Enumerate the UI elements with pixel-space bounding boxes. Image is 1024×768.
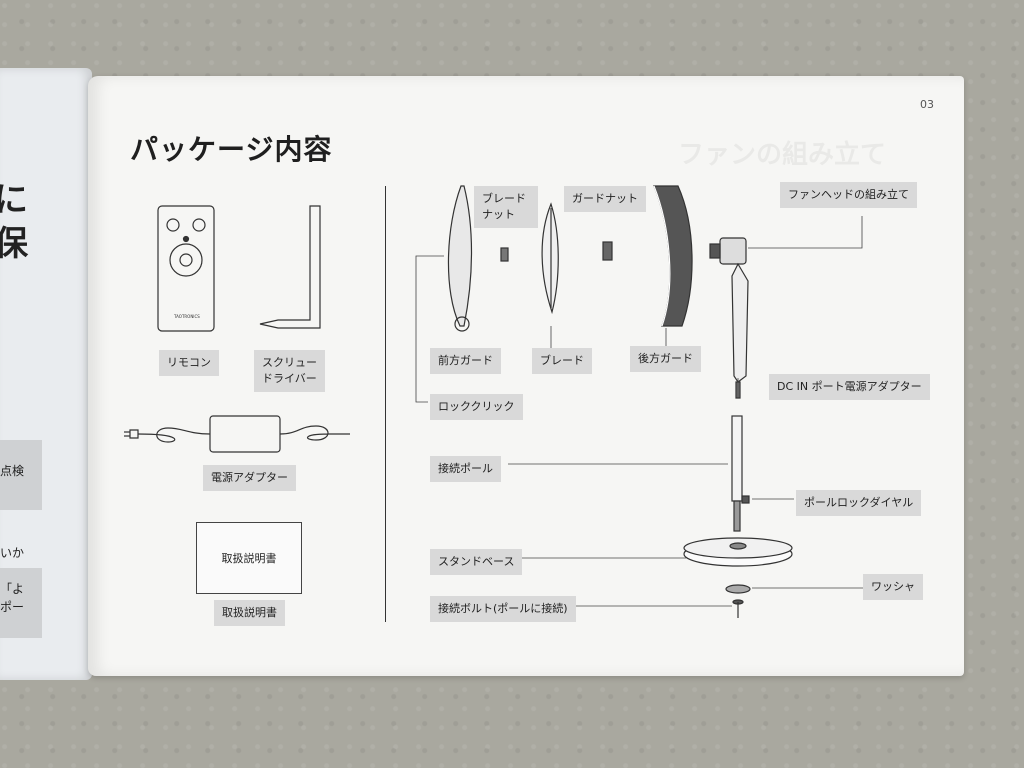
ghost-title: ファンの組み立て xyxy=(678,140,887,170)
blade-icon xyxy=(541,202,559,315)
left-page-fragment-2: いか xyxy=(0,546,25,560)
label-blade-nut: ブレード ナット xyxy=(474,186,538,228)
manual-box: 取扱説明書 xyxy=(196,522,302,594)
page-divider xyxy=(385,186,386,622)
left-page-fragment-4: ポー xyxy=(0,600,25,614)
left-page-fragment-3: 「よ xyxy=(0,582,25,596)
manual-page: 03 ファンの組み立て パッケージ内容 xyxy=(88,76,964,676)
stand-base-icon xyxy=(683,537,793,567)
label-guard-nut: ガードナット xyxy=(564,186,646,212)
blade-nut-icon xyxy=(500,247,509,262)
label-remote: リモコン xyxy=(159,350,219,376)
page-number: 03 xyxy=(920,98,934,111)
label-pole-lock-dial: ポールロックダイヤル xyxy=(796,490,922,516)
left-page-char-1: に xyxy=(0,180,28,220)
left-page-fragment-1: 点検 xyxy=(0,464,25,478)
fan-head-icon xyxy=(709,237,749,399)
page-title: パッケージ内容 xyxy=(130,133,333,166)
left-page: に 保 点検 いか 「よ ポー xyxy=(0,68,92,680)
label-blade: ブレード xyxy=(532,348,592,374)
label-screwdriver: スクリュー ドライバー xyxy=(254,350,325,392)
label-connection-bolt: 接続ボルト(ポールに接続) xyxy=(430,596,576,622)
connection-pole-icon xyxy=(731,415,750,532)
power-adapter-icon xyxy=(124,415,350,453)
label-power-adapter: 電源アダプター xyxy=(203,465,296,491)
left-page-box-1 xyxy=(0,440,42,510)
washer-icon xyxy=(725,584,751,594)
rear-guard-icon xyxy=(653,185,693,327)
left-page-box-2 xyxy=(0,568,42,638)
label-fan-head-assembly: ファンヘッドの組み立て xyxy=(780,182,917,208)
guard-nut-icon xyxy=(602,241,613,261)
bolt-icon xyxy=(732,599,744,618)
manual-box-text: 取扱説明書 xyxy=(221,552,277,565)
remote-brand-text: TAOTRONICS xyxy=(173,314,200,319)
label-lock-click: ロッククリック xyxy=(430,394,523,420)
label-washer: ワッシャ xyxy=(863,574,923,600)
label-front-guard: 前方ガード xyxy=(430,348,501,374)
screwdriver-icon xyxy=(259,205,321,329)
label-dc-in-port: DC IN ポート電源アダプター xyxy=(769,374,930,400)
label-rear-guard: 後方ガード xyxy=(630,346,701,372)
left-page-char-2: 保 xyxy=(0,224,28,264)
remote-control-icon xyxy=(157,205,215,332)
label-stand-base: スタンドベース xyxy=(430,549,523,575)
label-manual: 取扱説明書 xyxy=(214,600,285,626)
front-guard-icon xyxy=(447,185,473,332)
label-connection-pole: 接続ポール xyxy=(430,456,501,482)
